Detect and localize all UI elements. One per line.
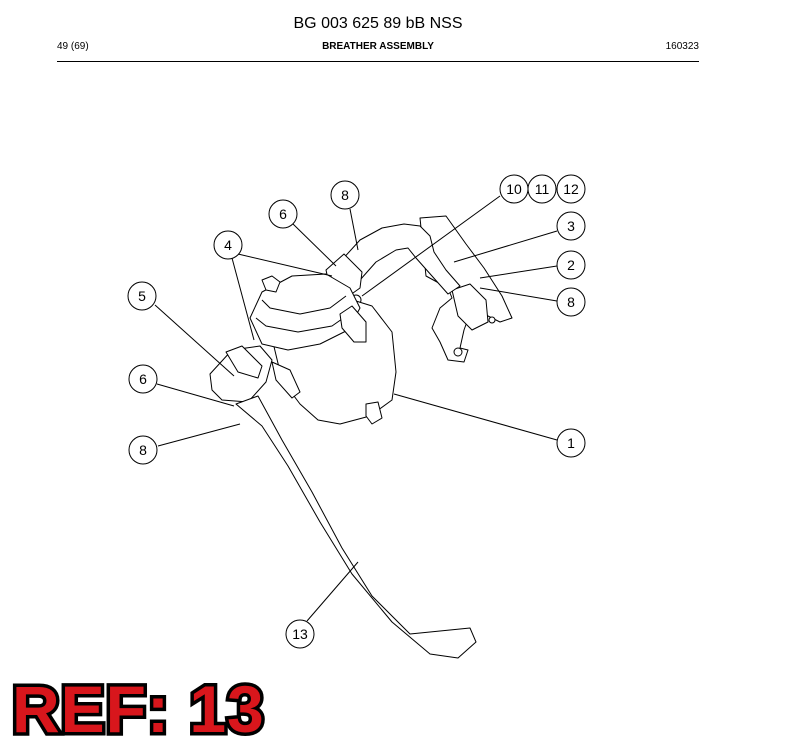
svg-text:6: 6 xyxy=(279,206,287,222)
svg-text:3: 3 xyxy=(567,218,575,234)
svg-text:1: 1 xyxy=(567,435,575,451)
callout-4: 4 xyxy=(213,230,243,260)
svg-text:8: 8 xyxy=(139,442,147,458)
page-indicator: 49 (69) xyxy=(57,41,89,52)
callout-6-lower: 6 xyxy=(128,364,158,394)
callout-2: 2 xyxy=(556,250,586,280)
svg-text:12: 12 xyxy=(563,181,579,197)
header-divider xyxy=(57,61,699,62)
callout-10: 10 xyxy=(499,174,529,204)
svg-text:4: 4 xyxy=(224,237,232,253)
date-code: 160323 xyxy=(665,41,699,52)
callout-3: 3 xyxy=(556,211,586,241)
hose-clamp-right xyxy=(451,283,489,331)
reference-label: REF: 13 xyxy=(12,672,265,746)
callout-8-right: 8 xyxy=(556,287,586,317)
svg-text:6: 6 xyxy=(139,371,147,387)
callout-13: 13 xyxy=(285,619,315,649)
section-title: BREATHER ASSEMBLY xyxy=(322,41,434,52)
filter-cover xyxy=(249,273,361,351)
svg-text:10: 10 xyxy=(506,181,522,197)
lower-hose xyxy=(235,395,477,659)
svg-text:11: 11 xyxy=(535,181,550,197)
callout-5: 5 xyxy=(127,281,157,311)
upper-elbow-pipe xyxy=(339,223,461,295)
callout-8-left: 8 xyxy=(128,435,158,465)
svg-text:8: 8 xyxy=(341,187,349,203)
callout-12: 12 xyxy=(556,174,586,204)
svg-text:13: 13 xyxy=(292,626,308,642)
svg-text:2: 2 xyxy=(567,257,575,273)
reference-label-outline: REF: 13 xyxy=(9,672,268,746)
callout-8-top: 8 xyxy=(330,180,360,210)
callout-1: 1 xyxy=(556,428,586,458)
document-title: BG 003 625 89 bB NSS xyxy=(293,15,463,32)
callout-6-upper: 6 xyxy=(268,199,298,229)
bracket-hole xyxy=(453,347,463,357)
svg-text:8: 8 xyxy=(567,294,575,310)
svg-text:5: 5 xyxy=(138,288,146,304)
callout-11: 11 xyxy=(527,174,557,204)
